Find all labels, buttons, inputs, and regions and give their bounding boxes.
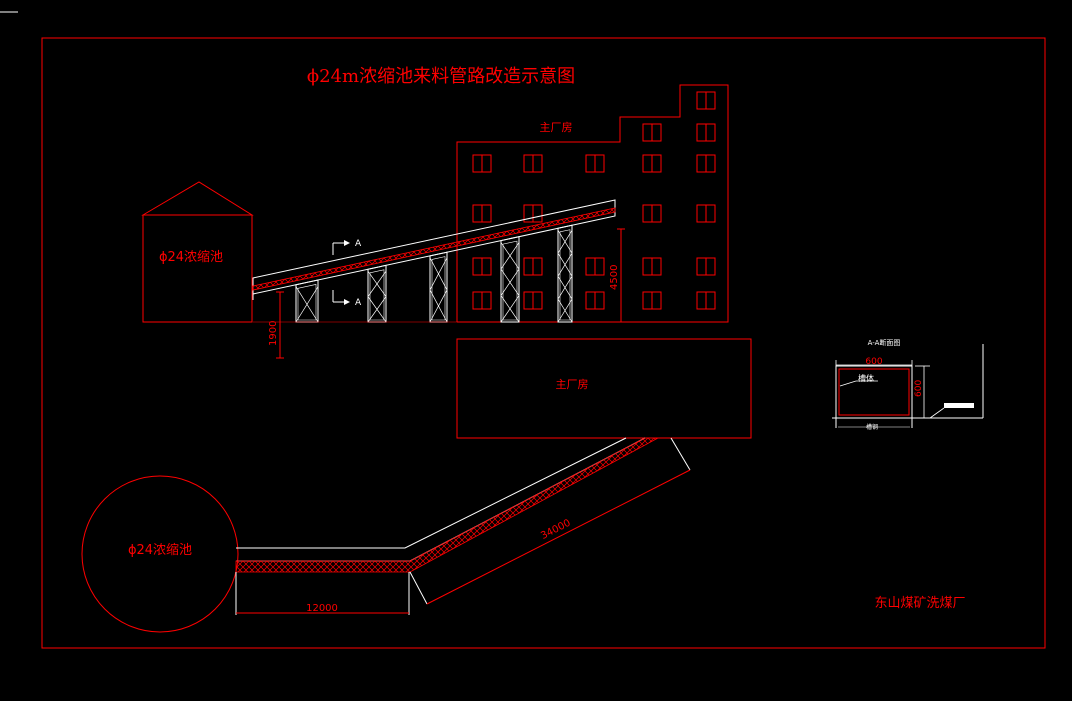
main-building-elevation: 主厂房 xyxy=(456,84,729,323)
section-mark-bottom-label: A xyxy=(355,298,362,308)
pipe-bridge xyxy=(252,199,616,323)
main-building-plan-label: 主厂房 xyxy=(556,378,589,391)
section-dim-width: 600 xyxy=(865,357,882,367)
window xyxy=(472,257,492,276)
section-dim-height: 600 xyxy=(914,380,924,397)
window xyxy=(523,154,543,173)
section-aa: A-A断面图 600 600 槽体 槽钢 xyxy=(832,338,984,431)
window xyxy=(585,257,605,276)
window xyxy=(696,154,716,173)
window xyxy=(642,291,662,310)
trestle xyxy=(429,251,448,323)
drawing-title: ϕ24m浓缩池来料管路改造示意图 xyxy=(307,66,575,87)
window xyxy=(523,257,543,276)
trestle xyxy=(367,264,387,323)
window xyxy=(472,154,492,173)
section-label-bottom: 槽钢 xyxy=(866,423,878,431)
trestle xyxy=(295,279,319,323)
main-building-plan xyxy=(456,338,752,439)
window xyxy=(642,123,662,142)
window xyxy=(523,291,543,310)
section-mark-top: A xyxy=(332,239,362,255)
elevation-view: ϕ24浓缩池 主厂房 A A xyxy=(141,84,729,359)
trestle xyxy=(500,236,520,323)
bridge-trestles xyxy=(295,224,573,323)
main-building-elevation-label: 主厂房 xyxy=(540,121,573,134)
tank-plan xyxy=(81,475,239,633)
window xyxy=(472,204,492,223)
tank-elevation-label: ϕ24浓缩池 xyxy=(159,249,223,265)
window xyxy=(472,291,492,310)
building-windows xyxy=(472,91,716,310)
window xyxy=(696,291,716,310)
pipe-corridor-plan xyxy=(235,437,659,573)
dim-height-right: 4500 xyxy=(609,228,625,323)
dim-horizontal: 12000 xyxy=(235,572,410,615)
dim-diagonal: 34000 xyxy=(409,437,691,605)
window xyxy=(696,123,716,142)
section-trough xyxy=(835,365,913,419)
window xyxy=(523,204,543,223)
section-mark-top-label: A xyxy=(355,239,362,249)
section-beam xyxy=(944,403,974,408)
section-aa-title: A-A断面图 xyxy=(868,338,901,347)
dim-height-right-text: 4500 xyxy=(609,265,620,290)
window xyxy=(642,204,662,223)
window xyxy=(585,154,605,173)
section-label-inner: 槽体 xyxy=(858,373,874,383)
dim-height-left-text: 1900 xyxy=(268,321,279,346)
tank-elevation: ϕ24浓缩池 xyxy=(141,181,254,323)
tank-plan-label: ϕ24浓缩池 xyxy=(128,542,192,558)
window xyxy=(696,204,716,223)
plan-view: 主厂房 ϕ24浓缩池 12000 34000 xyxy=(81,338,752,633)
window xyxy=(642,154,662,173)
dim-horizontal-text: 12000 xyxy=(306,603,338,614)
company-name: 东山煤矿洗煤厂 xyxy=(874,596,965,611)
window xyxy=(642,257,662,276)
window xyxy=(696,91,716,110)
trestle xyxy=(557,224,573,323)
dim-height-left: 1900 xyxy=(268,291,284,359)
section-mark-bottom: A xyxy=(332,290,362,308)
drawing-border xyxy=(41,37,1046,649)
window xyxy=(696,257,716,276)
window xyxy=(585,291,605,310)
